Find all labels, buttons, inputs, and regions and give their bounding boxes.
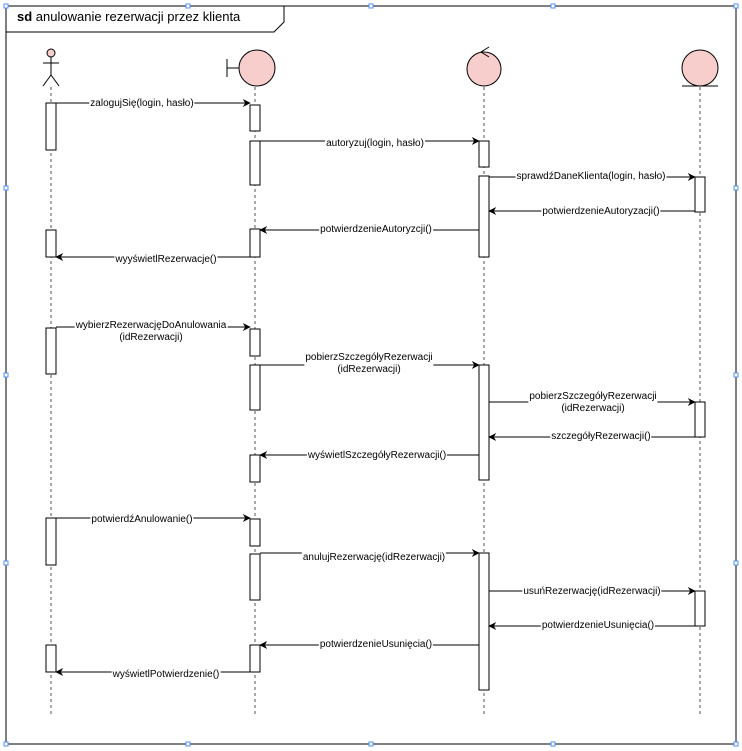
message-label-m8: pobierzSzczegółyRezerwacji (idRezerwacji…	[304, 352, 434, 376]
selection-handle[interactable]	[550, 3, 556, 9]
boundary-activation-bar	[249, 328, 261, 357]
message-label-m17: wyświetlPotwierdzenie()	[111, 669, 221, 681]
actor-activation-bar	[45, 229, 57, 258]
selection-handle[interactable]	[733, 560, 739, 566]
boundary-icon[interactable]	[226, 49, 276, 87]
boundary-activation-bar	[249, 644, 261, 673]
selection-handle[interactable]	[3, 372, 9, 378]
selection-handle[interactable]	[368, 3, 374, 9]
frame-title-text: anulowanie rezerwacji przez klienta	[35, 9, 241, 24]
entity-activation-bar	[694, 401, 706, 438]
actor-icon[interactable]	[42, 48, 60, 87]
message-label-m11: wyświetlSzczegółyRezerwacji()	[306, 450, 448, 462]
message-label-m14: usuńRezerwację(idRezerwacji)	[522, 586, 662, 598]
entity-activation-bar	[694, 590, 706, 627]
actor-activation-bar	[45, 327, 57, 375]
selection-handle[interactable]	[3, 741, 9, 747]
message-label-m12: potwierdźAnulowanie()	[90, 514, 194, 526]
boundary-activation-bar	[249, 140, 261, 186]
entity-activation-bar	[694, 176, 706, 213]
message-label-m2: autoryzuj(login, hasło)	[325, 138, 425, 150]
message-label-m15: potwierdzenieUsunięcia()	[540, 620, 656, 632]
message-label-m7: wybierzRezerwacjęDoAnulowania (idRezerwa…	[74, 320, 228, 344]
message-label-m3: sprawdźDaneKlienta(login, hasło)	[515, 171, 667, 183]
message-label-m6: wyyświetlRezerwacje()	[114, 254, 218, 266]
selection-handle[interactable]	[368, 741, 374, 747]
message-label-m4: potwierdzenieAutoryzacji()	[541, 206, 661, 218]
participants	[42, 46, 719, 87]
boundary-activation-bar	[249, 228, 261, 258]
selection-handle[interactable]	[3, 560, 9, 566]
control-activation-bar	[478, 364, 490, 481]
message-label-m5: potwierdzenieAutoryzcji()	[319, 224, 433, 236]
boundary-activation-bar	[249, 553, 261, 601]
selection-handle[interactable]	[733, 185, 739, 191]
control-activation-bar	[478, 140, 490, 168]
boundary-activation-bar	[249, 364, 261, 411]
boundary-activation-bar	[249, 454, 261, 483]
selection-handle[interactable]	[733, 741, 739, 747]
message-label-m9: pobierzSzczegółyRezerwacji (idRezerwacji…	[528, 391, 658, 415]
selection-handle[interactable]	[550, 741, 556, 747]
activations	[45, 102, 706, 691]
selection-handle[interactable]	[185, 741, 191, 747]
control-icon[interactable]	[466, 46, 502, 87]
control-activation-bar	[478, 552, 490, 691]
control-activation-bar	[478, 175, 490, 258]
boundary-activation-bar	[249, 518, 261, 547]
message-label-m16: potwierdzenieUsunięcia()	[318, 639, 434, 651]
selection-handles	[3, 3, 739, 747]
frame-title-tab	[5, 5, 285, 33]
boundary-activation-bar	[249, 104, 261, 132]
selection-handle[interactable]	[733, 3, 739, 9]
selection-handle[interactable]	[733, 372, 739, 378]
actor-activation-bar	[45, 517, 57, 566]
message-label-m10: szczegółyRezerwacji()	[550, 431, 652, 443]
entity-icon[interactable]	[681, 49, 719, 87]
frame-title: sd anulowanie rezerwacji przez klienta	[17, 9, 240, 24]
message-label-m13: anulujRezerwację(idRezerwacji)	[301, 552, 447, 564]
message-label-m1: zalogujSię(login, hasło)	[89, 98, 195, 110]
selection-handle[interactable]	[3, 185, 9, 191]
frame-keyword: sd	[17, 9, 33, 24]
selection-handle[interactable]	[185, 3, 191, 9]
selection-handle[interactable]	[3, 3, 9, 9]
actor-activation-bar	[45, 644, 57, 673]
actor-activation-bar	[45, 102, 57, 151]
